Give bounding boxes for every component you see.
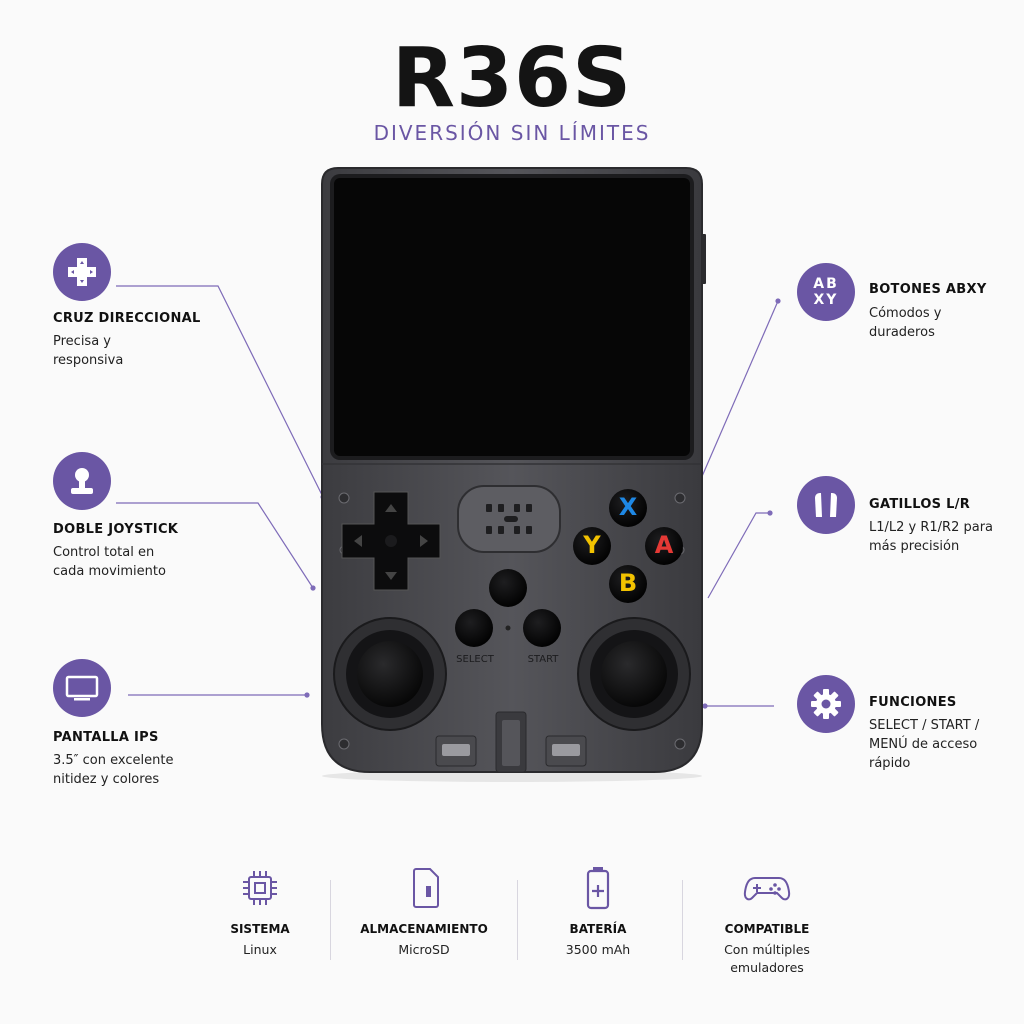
spec-storage: ALMACENAMIENTO MicroSD: [349, 866, 499, 959]
handheld-device: [321, 167, 706, 782]
device-screen: [334, 178, 690, 456]
triggers-icon: [815, 493, 837, 517]
monitor-icon: [65, 675, 99, 701]
menu-button: [489, 569, 527, 607]
feature-title-joystick: DOBLE JOYSTICK: [53, 522, 179, 537]
spec-value-system: Linux: [243, 942, 277, 957]
spec-value-battery: 3500 mAh: [565, 942, 631, 957]
spec-compatible: COMPATIBLE Con múltiples emuladores: [692, 866, 842, 977]
joystick-icon: [71, 468, 93, 494]
button-b-label: B: [618, 569, 638, 597]
feature-icon-abxy: AB XY: [797, 263, 855, 321]
page-title: R36S: [391, 31, 633, 126]
abxy-buttons: [573, 489, 683, 603]
spec-title-storage: ALMACENAMIENTO: [360, 922, 488, 936]
spec-divider: [517, 880, 518, 960]
spec-title-system: SISTEMA: [230, 922, 290, 936]
feature-icon-screen: [53, 659, 111, 717]
select-label: SELECT: [456, 654, 494, 665]
feature-icon-joystick: [53, 452, 111, 510]
feature-desc-dpad: Precisa y responsiva: [53, 334, 124, 368]
callout-line-dpad: [116, 285, 324, 498]
start-button: [523, 609, 561, 647]
dpad-icon: [68, 258, 96, 286]
feature-desc-screen: 3.5″ con excelente nitidez y colores: [53, 753, 174, 787]
dpad: [341, 491, 441, 591]
sdcard-icon: [413, 868, 439, 908]
left-joystick: [333, 617, 447, 731]
feature-icon-functions: [797, 675, 855, 733]
feature-desc-functions: SELECT / START / MENÚ de acceso rápido: [869, 718, 980, 771]
feature-icon-dpad: [53, 243, 111, 301]
spec-battery: BATERÍA 3500 mAh: [523, 866, 673, 959]
start-label: START: [527, 654, 559, 665]
feature-title-abxy: BOTONES ABXY: [869, 282, 987, 297]
callout-line-triggers: [707, 512, 770, 599]
spec-divider: [682, 880, 683, 960]
button-a-label: A: [654, 531, 674, 559]
feature-title-screen: PANTALLA IPS: [53, 730, 159, 745]
right-joystick: [577, 617, 691, 731]
button-x-label: X: [618, 493, 638, 521]
callout-line-joystick: [116, 502, 314, 589]
feature-title-functions: FUNCIONES: [869, 695, 957, 710]
feature-title-dpad: CRUZ DIRECCIONAL: [53, 311, 201, 326]
button-y-label: Y: [583, 531, 601, 559]
gamepad-icon: [743, 877, 791, 901]
callout-line-abxy: [696, 300, 779, 489]
feature-title-triggers: GATILLOS L/R: [869, 497, 971, 512]
page-subtitle: DIVERSIÓN SIN LÍMITES: [373, 121, 651, 145]
feature-desc-joystick: Control total en cada movimiento: [53, 545, 166, 579]
spec-system: SISTEMA Linux: [185, 866, 335, 959]
feature-desc-abxy: Cómodos y duraderos: [869, 306, 942, 340]
select-button: [455, 609, 493, 647]
chip-icon: [243, 871, 277, 905]
feature-icon-triggers: [797, 476, 855, 534]
spec-value-compatible: Con múltiples emuladores: [724, 942, 810, 975]
abxy-icon: AB XY: [813, 276, 839, 308]
spec-divider: [330, 880, 331, 960]
spec-title-compatible: COMPATIBLE: [724, 922, 810, 936]
gear-icon: [811, 689, 841, 719]
spec-title-battery: BATERÍA: [569, 922, 627, 936]
spec-value-storage: MicroSD: [398, 942, 450, 957]
feature-desc-triggers: L1/L2 y R1/R2 para más precisión: [869, 520, 994, 554]
battery-icon: [586, 867, 610, 910]
